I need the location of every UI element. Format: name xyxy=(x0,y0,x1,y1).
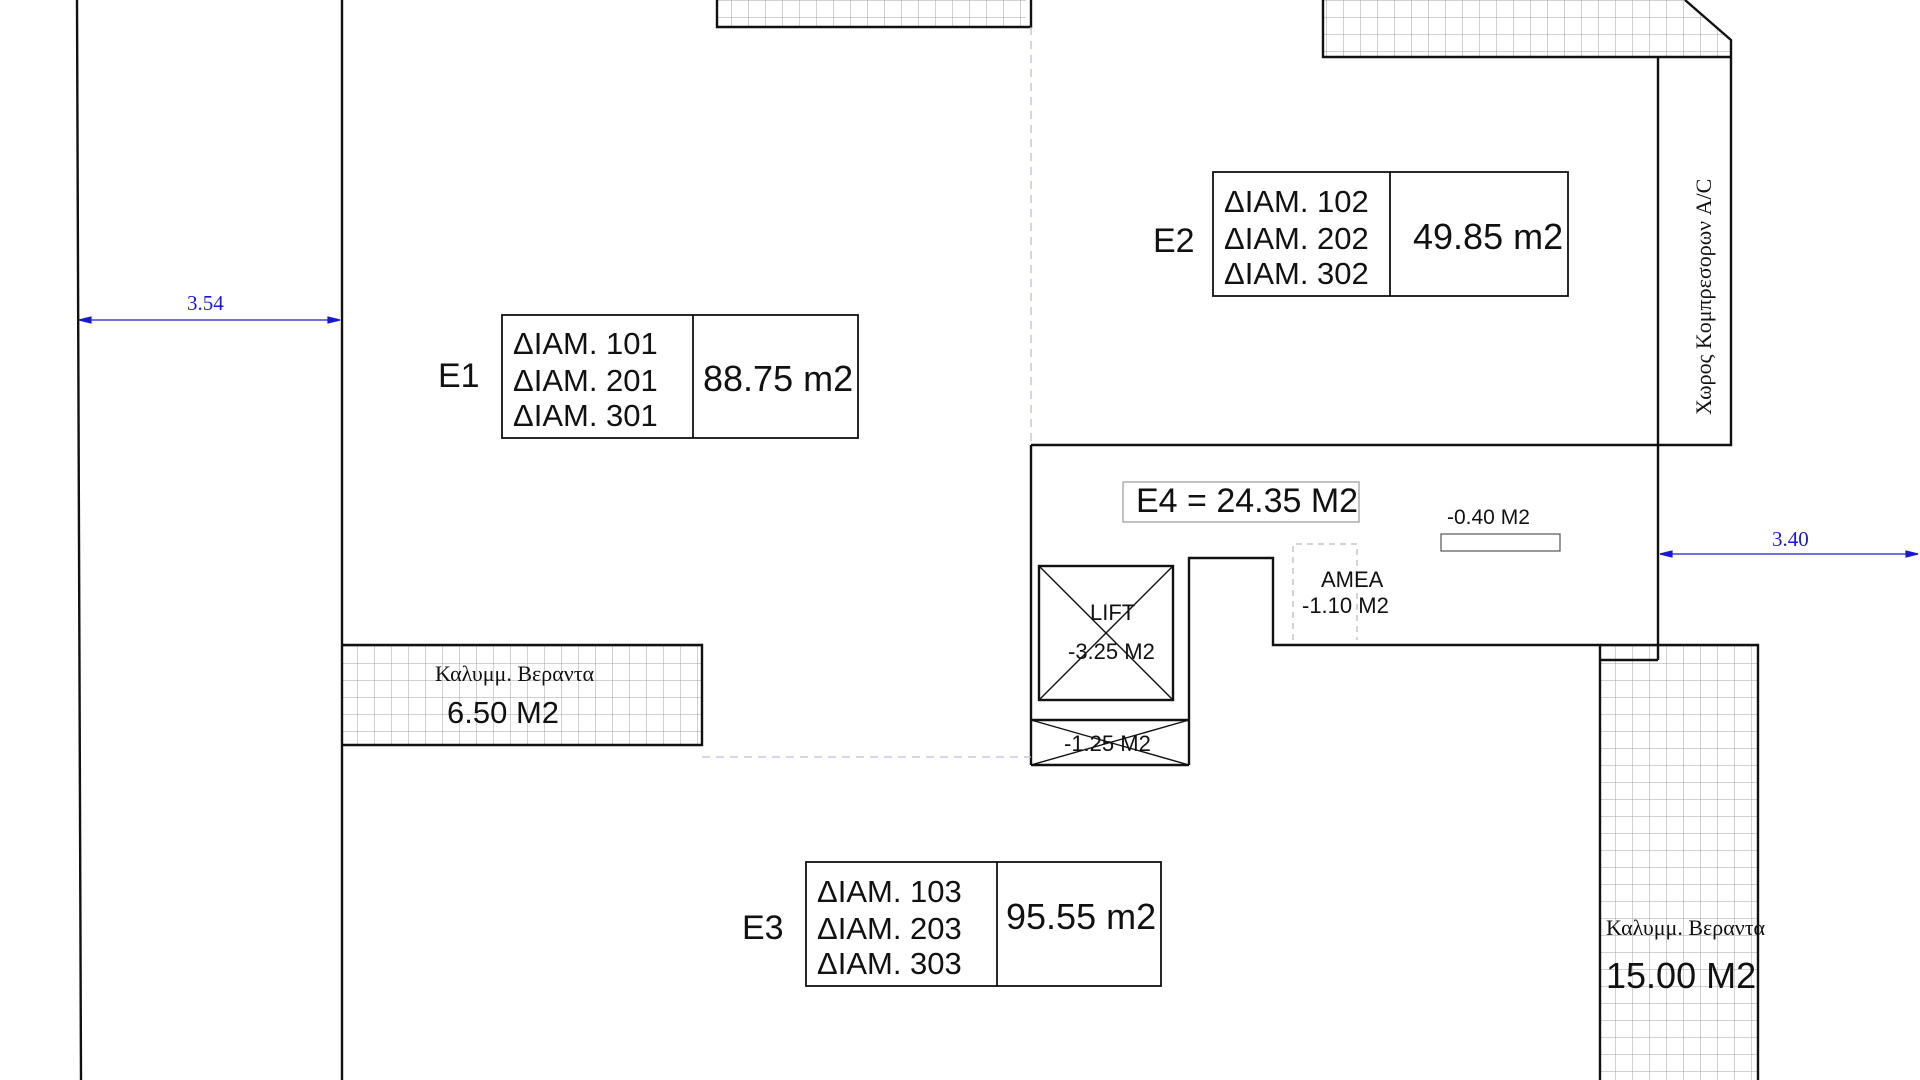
unit-e2-area: 49.85 m2 xyxy=(1413,216,1563,257)
veranda-left-hatch xyxy=(342,645,702,745)
unit-e2-name: E2 xyxy=(1153,222,1195,260)
unit-e1-line-2: ΔΙΑΜ. 201 xyxy=(513,363,658,398)
compressor-room-hatch xyxy=(1658,57,1731,445)
hatch-top-right xyxy=(1323,0,1731,57)
unit-e3-name: E3 xyxy=(742,909,784,947)
veranda-left-label: Καλυμμ. Βεραντα xyxy=(435,661,595,686)
unit-e1-line-3: ΔΙΑΜ. 301 xyxy=(513,398,658,433)
amea-dashed xyxy=(1292,543,1358,640)
unit-e1-name: E1 xyxy=(438,357,480,395)
dimension-right: 3.40 xyxy=(1772,527,1809,551)
compressor-room-label: Χωρος Κομπρεσορων A/C xyxy=(1691,179,1716,415)
amea-area: -1.10 M2 xyxy=(1302,593,1389,618)
lift-area: -3.25 M2 xyxy=(1068,639,1155,664)
small-area-label: -0.40 M2 xyxy=(1447,506,1530,529)
unit-e3-line-3: ΔΙΑΜ. 303 xyxy=(817,946,962,981)
veranda-right-label: Καλυμμ. Βεραντα xyxy=(1606,915,1766,940)
veranda-right-hatch xyxy=(1600,645,1758,1080)
amea-label: AMEA xyxy=(1321,567,1384,592)
shaft-area: -1.25 M2 xyxy=(1064,731,1151,756)
lift-label: LIFT xyxy=(1090,600,1135,625)
unit-e3-line-2: ΔΙΑΜ. 203 xyxy=(817,911,962,946)
lift-cross xyxy=(1030,565,1190,766)
small-area-box xyxy=(1440,533,1561,552)
unit-e2-line-1: ΔΙΑΜ. 102 xyxy=(1224,184,1369,219)
unit-e3-area: 95.55 m2 xyxy=(1006,896,1156,937)
dimension-lines xyxy=(78,316,1919,558)
veranda-left-area: 6.50 M2 xyxy=(447,695,559,730)
walls xyxy=(75,0,1760,1080)
unit-e1-area: 88.75 m2 xyxy=(703,358,853,399)
e4-area-label: E4 = 24.35 M2 xyxy=(1136,482,1358,520)
dimension-left: 3.54 xyxy=(187,291,224,315)
unit-e2-line-2: ΔΙΑΜ. 202 xyxy=(1224,221,1369,256)
e4-box xyxy=(1122,481,1360,523)
hatch-top-left xyxy=(717,0,1026,27)
veranda-right-area: 15.00 M2 xyxy=(1606,955,1756,996)
unit-e3-line-1: ΔΙΑΜ. 103 xyxy=(817,874,962,909)
unit-e2-line-3: ΔΙΑΜ. 302 xyxy=(1224,256,1369,291)
area-tables xyxy=(501,171,1569,987)
unit-e1-line-1: ΔΙΑΜ. 101 xyxy=(513,326,658,361)
